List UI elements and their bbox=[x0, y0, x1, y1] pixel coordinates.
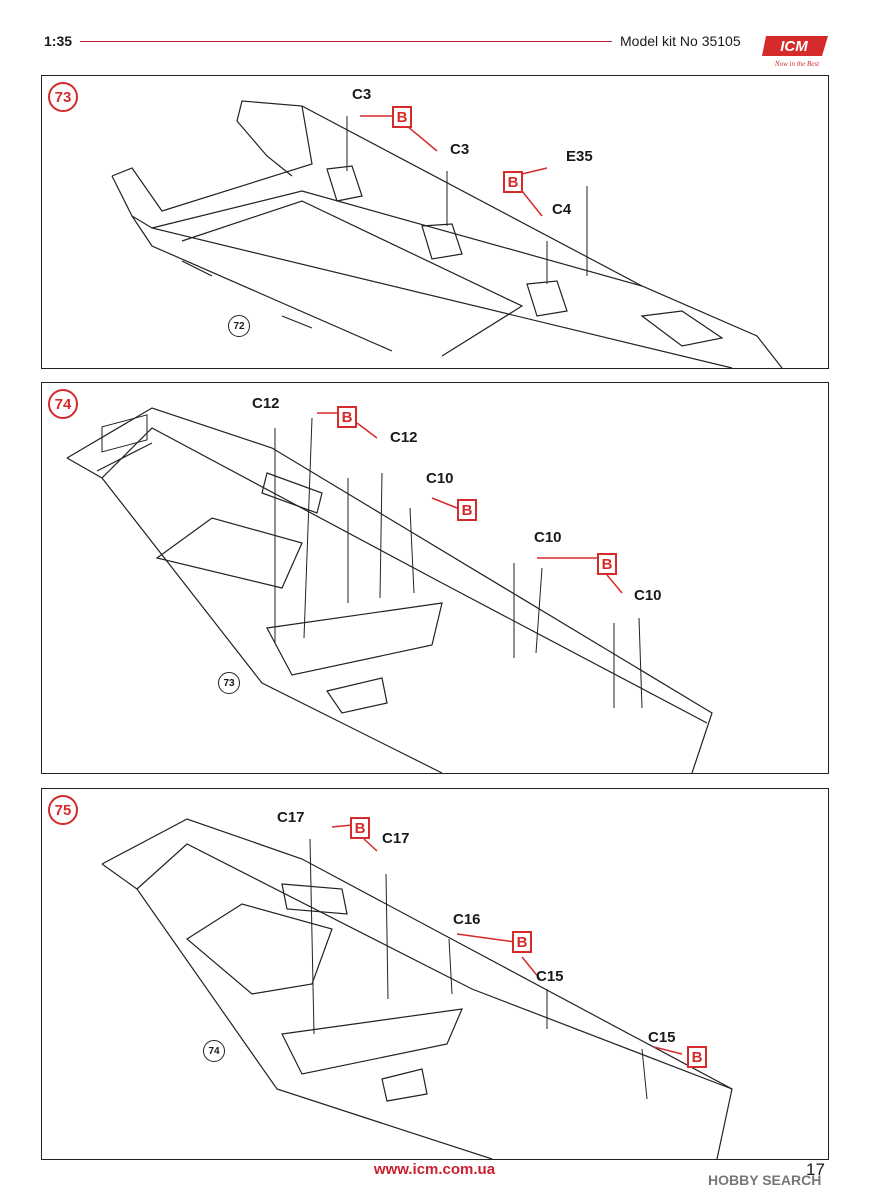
ref-step-73: 73 bbox=[218, 672, 240, 694]
icm-logo: ICM Now in the Best bbox=[762, 32, 832, 70]
step-number-75: 75 bbox=[48, 795, 78, 825]
step-number-73: 73 bbox=[48, 82, 78, 112]
part-label-c15-b: C15 bbox=[648, 1029, 676, 1046]
paint-b-box-5: B bbox=[597, 553, 617, 575]
part-label-e35: E35 bbox=[566, 148, 593, 165]
paint-b-box-1: B bbox=[392, 106, 412, 128]
part-label-c12-b: C12 bbox=[390, 429, 418, 446]
step-75-drawing bbox=[101, 818, 733, 1159]
ref-step-74: 74 bbox=[203, 1040, 225, 1062]
part-label-c10-c: C10 bbox=[634, 587, 662, 604]
part-label-c3-b: C3 bbox=[450, 141, 470, 158]
part-label-c12-a: C12 bbox=[252, 395, 280, 412]
paint-b-box-3: B bbox=[337, 406, 357, 428]
step-73-panel: 73 72 C3 C3 E35 C4 B B bbox=[41, 75, 829, 369]
paint-b-box-6: B bbox=[350, 817, 370, 839]
step-number-74: 74 bbox=[48, 389, 78, 419]
part-label-c17-a: C17 bbox=[277, 809, 305, 826]
hobby-search-watermark: HOBBY SEARCH bbox=[708, 1172, 822, 1188]
step-73-drawing bbox=[111, 100, 783, 368]
paint-b-box-4: B bbox=[457, 499, 477, 521]
part-label-c16: C16 bbox=[453, 911, 481, 928]
paint-b-box-2: B bbox=[503, 171, 523, 193]
scale-label: 1:35 bbox=[44, 33, 73, 49]
website-link[interactable]: www.icm.com.ua bbox=[373, 1161, 496, 1178]
part-label-c10-a: C10 bbox=[426, 470, 454, 487]
paint-b-box-7: B bbox=[512, 931, 532, 953]
step-74-panel: 74 73 C12 C12 C10 C10 C10 B B B bbox=[41, 382, 829, 774]
header-rule bbox=[80, 41, 612, 42]
step-75-panel: 75 74 C17 C17 C16 C15 C15 B B B bbox=[41, 788, 829, 1160]
part-label-c17-b: C17 bbox=[382, 830, 410, 847]
ref-step-72: 72 bbox=[228, 315, 250, 337]
logo-tagline: Now in the Best bbox=[774, 60, 820, 68]
step-74-drawing bbox=[66, 407, 713, 773]
part-label-c10-b: C10 bbox=[534, 529, 562, 546]
page-number: 17 bbox=[806, 1160, 825, 1179]
kit-number: Model kit No 35105 bbox=[620, 33, 741, 49]
paint-b-box-8: B bbox=[687, 1046, 707, 1068]
part-label-c3-a: C3 bbox=[352, 86, 372, 103]
part-label-c4: C4 bbox=[552, 201, 572, 218]
logo-text: ICM bbox=[780, 38, 808, 55]
part-label-c15-a: C15 bbox=[536, 968, 564, 985]
